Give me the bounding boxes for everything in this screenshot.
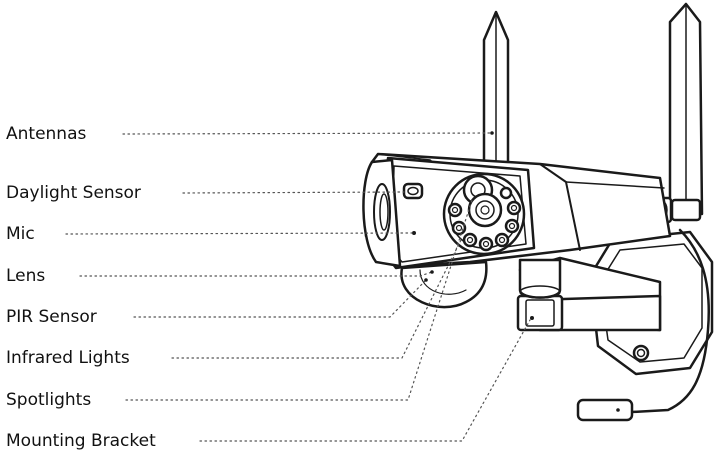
ir-led xyxy=(447,202,463,218)
cable-connector xyxy=(576,398,634,422)
label-spotlights: Spotlights xyxy=(6,390,92,410)
label-mic: Mic xyxy=(6,224,35,244)
label-antennas: Antennas xyxy=(6,124,87,144)
main-lens xyxy=(467,192,503,228)
leader-antennas xyxy=(122,132,493,135)
ir-led xyxy=(451,220,467,236)
ir-led xyxy=(499,186,513,200)
bracket-joint xyxy=(518,258,562,299)
leader-infrared-lights xyxy=(171,237,463,359)
daylight-sensor xyxy=(402,182,424,200)
leader-daylight-sensor xyxy=(182,191,405,194)
ir-led xyxy=(504,218,520,234)
wall-mount-screw xyxy=(632,344,650,362)
bracket-clamp xyxy=(516,294,564,332)
mic-hole xyxy=(412,231,416,235)
cable xyxy=(630,228,710,414)
ir-led xyxy=(462,232,478,248)
ir-led xyxy=(506,200,522,216)
leader-mic xyxy=(65,232,413,235)
leader-spotlights xyxy=(125,199,473,401)
ir-led xyxy=(494,232,510,248)
ir-led xyxy=(478,236,494,252)
label-mounting-bracket: Mounting Bracket xyxy=(6,431,156,451)
label-pir-sensor: PIR Sensor xyxy=(6,307,97,327)
camera-hood xyxy=(362,158,402,268)
pir-sensor-dome xyxy=(400,260,488,309)
label-daylight-sensor: Daylight Sensor xyxy=(6,183,141,203)
label-lens: Lens xyxy=(6,266,46,286)
label-infrared-lights: Infrared Lights xyxy=(6,348,130,368)
leader-lens xyxy=(79,271,433,277)
leader-mounting-bracket xyxy=(199,319,531,442)
leader-pir-sensor xyxy=(133,279,427,318)
